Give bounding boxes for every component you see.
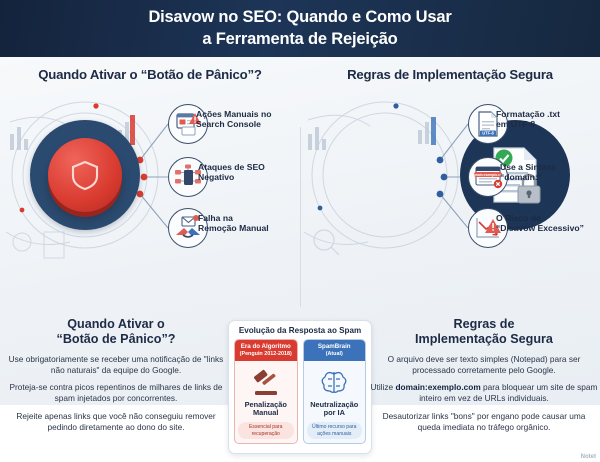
label-line2: em UTF-8 xyxy=(496,119,536,130)
badge-algorithm-era: Era do Algoritmo (Penguin 2012-2018) xyxy=(235,340,297,361)
title-line2: Implementação Segura xyxy=(415,332,553,347)
node-label-disavow-risk: O Risco do “Disavow Excessivo” xyxy=(496,213,592,234)
card-columns: Era do Algoritmo (Penguin 2012-2018) Pe xyxy=(234,339,366,444)
domain-syntax-browser-icon: domain:exemplo.com xyxy=(473,166,503,189)
paragraph-post: para bloquear um site de spam inteiro em… xyxy=(419,382,598,404)
name-line1: Neutralização xyxy=(310,399,359,409)
name-line2: Manual xyxy=(253,408,279,418)
secure-document-lock-icon xyxy=(493,147,541,204)
label-line1: Ações Manuais no xyxy=(196,109,272,119)
badge-spambrain: SpamBrain (Atual) xyxy=(303,340,365,361)
utf8-text-file-icon: UTF-8 xyxy=(478,111,498,137)
bottom-right-body: O arquivo deve ser texto simples (Notepa… xyxy=(370,354,598,433)
node-domain-syntax[interactable]: domain:exemplo.com xyxy=(468,157,508,197)
bottom-left-paragraph: Rejeite apenas links que você não conseg… xyxy=(16,410,216,432)
node-label-manual-removal: Falha na Remoção Manual xyxy=(198,213,294,234)
badge-main-text: Era do Algoritmo xyxy=(240,343,291,350)
bottom-left-paragraph: Proteja-se contra picos repentinos de mi… xyxy=(9,382,223,404)
brain-glyph xyxy=(321,371,347,393)
bottom-section: Quando Ativar o “Botão de Pânico”? Use o… xyxy=(0,309,600,462)
negative-seo-network-icon xyxy=(175,164,201,185)
bottom-right-paragraph: O arquivo deve ser texto simples (Notepa… xyxy=(370,354,598,376)
panel-right-heading: Regras de Implementação Segura xyxy=(347,67,553,82)
search-console-alert-icon xyxy=(176,113,201,136)
title-line2: “Botão de Pânico”? xyxy=(56,332,176,347)
gavel-icon xyxy=(250,367,282,397)
node-label-search-console: Ações Manuais no Search Console xyxy=(196,109,292,130)
bottom-right-column: Regras de Implementação Segura O arquivo… xyxy=(370,309,598,439)
card-name-algorithm: Penalização Manual xyxy=(243,399,289,419)
header-banner: Disavow no SEO: Quando e Como Usar a Fer… xyxy=(0,0,600,57)
label-line2: Negativo xyxy=(198,172,235,183)
domain-badge-text: domain:exemplo.com xyxy=(473,173,503,177)
label-line2: “domain:” xyxy=(500,172,543,183)
panel-right: Regras de Implementação Segura xyxy=(300,57,600,262)
paragraph-pre: O arquivo deve ser texto simples (Notepa… xyxy=(387,353,581,375)
name-line1: Penalização xyxy=(244,399,287,409)
card-title: Evolução da Resposta ao Spam xyxy=(238,326,362,335)
badge-main-text: SpamBrain xyxy=(317,343,351,350)
page-title: Disavow no SEO: Quando e Como Usar a Fer… xyxy=(148,7,451,49)
bottom-left-title: Quando Ativar o “Botão de Pânico”? xyxy=(2,317,230,348)
label-line1: Use a Sintaxe xyxy=(500,162,556,172)
panel-left-diagram: Ações Manuais no Search Console xyxy=(0,82,300,262)
panel-divider xyxy=(300,127,301,307)
badge-sub-text: (Atual) xyxy=(325,350,343,357)
handshake-email-icon xyxy=(176,215,200,238)
label-line1: Falha na xyxy=(198,213,233,223)
title-line1: Quando Ativar o xyxy=(67,317,165,331)
panel-left: Quando Ativar o “Botão de Pânico”? xyxy=(0,57,300,262)
body-area: Quando Ativar o “Botão de Pânico”? xyxy=(0,57,600,460)
label-line1: Formatação .txt xyxy=(496,109,560,119)
brain-ai-icon xyxy=(319,367,349,397)
bottom-left-column: Quando Ativar o “Botão de Pânico”? Use o… xyxy=(2,309,230,439)
traffic-drop-warning-icon xyxy=(476,218,501,238)
label-line2: Search Console xyxy=(196,119,261,130)
page-title-line1: Disavow no SEO: Quando e Como Usar xyxy=(148,8,452,27)
right-network-lines xyxy=(303,101,469,256)
node-disavow-risk[interactable] xyxy=(468,208,508,248)
paragraph-pre: Desautorizar links "bons" por engano pod… xyxy=(382,410,586,432)
panel-right-diagram: UTF-8 Formatação .txt em UTF-8 xyxy=(300,82,600,262)
pill-algorithm: Essencial para recuperação xyxy=(238,422,294,439)
card-name-spambrain: Neutralização por IA xyxy=(308,399,360,419)
panic-button-shield-icon xyxy=(48,138,122,212)
name-line2: por IA xyxy=(323,408,345,418)
gavel-glyph xyxy=(253,369,277,395)
page-title-line2: a Ferramenta de Rejeição xyxy=(202,29,398,48)
node-negative-seo[interactable] xyxy=(168,157,208,197)
paragraph-bold: domain:exemplo.com xyxy=(395,382,481,393)
shield-glyph xyxy=(71,160,99,191)
node-utf8-format[interactable]: UTF-8 xyxy=(468,104,508,144)
label-line2: “Disavow Excessivo” xyxy=(496,223,584,234)
pill-spambrain: Último recurso para ações manuais xyxy=(306,422,362,439)
label-line2: Remoção Manual xyxy=(198,223,269,234)
bottom-left-paragraph: Use obrigatoriamente se receber uma noti… xyxy=(8,353,224,375)
node-label-negative-seo: Ataques de SEO Negativo xyxy=(198,162,294,183)
bottom-right-title: Regras de Implementação Segura xyxy=(370,317,598,348)
bottom-right-paragraph: Utilize domain:exemplo.com para bloquear… xyxy=(370,382,598,404)
bottom-left-body: Use obrigatoriamente se receber uma noti… xyxy=(2,354,230,433)
card-column-spambrain[interactable]: SpamBrain (Atual) xyxy=(302,339,366,444)
label-line1: Ataques de SEO xyxy=(198,162,265,172)
panel-left-heading: Quando Ativar o “Botão de Pânico”? xyxy=(38,67,262,82)
paragraph-pre: Utilize xyxy=(370,382,396,393)
card-column-algorithm-era[interactable]: Era do Algoritmo (Penguin 2012-2018) Pe xyxy=(234,339,298,444)
node-label-domain-syntax: Use a Sintaxe “domain:” xyxy=(500,162,596,183)
watermark: Notet xyxy=(580,454,596,460)
spam-response-card: Evolução da Resposta ao Spam Era do Algo… xyxy=(228,320,372,454)
label-line1: O Risco do xyxy=(496,213,542,223)
bottom-right-paragraph: Desautorizar links "bons" por engano pod… xyxy=(370,411,598,433)
node-search-console-alert[interactable] xyxy=(168,104,208,144)
title-line1: Regras de xyxy=(453,317,515,331)
panic-button-hub xyxy=(30,120,140,230)
node-label-utf8: Formatação .txt em UTF-8 xyxy=(496,109,592,130)
badge-sub-text: (Penguin 2012-2018) xyxy=(239,350,292,357)
utf8-badge-text: UTF-8 xyxy=(482,131,494,136)
node-manual-removal-fail[interactable] xyxy=(168,208,208,248)
